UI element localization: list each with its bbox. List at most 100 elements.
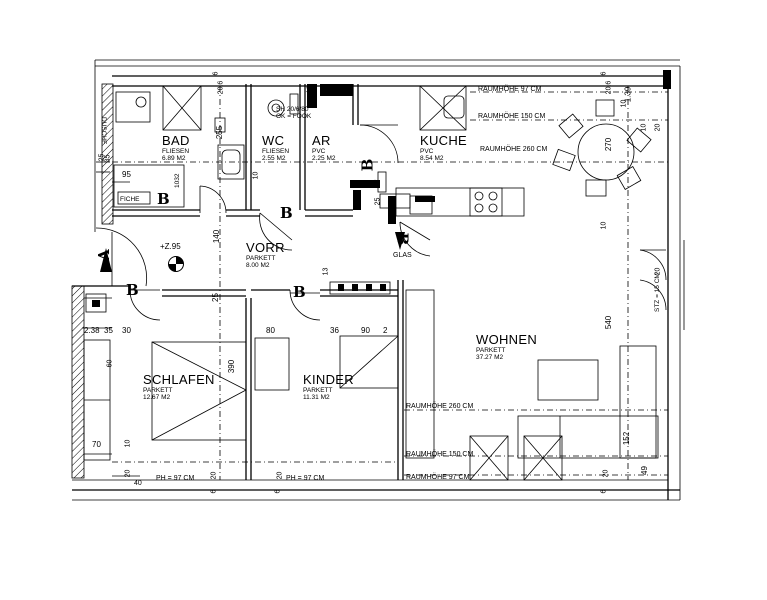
interior-walls <box>112 84 435 480</box>
dim-label: 540 <box>604 315 614 330</box>
dim-label: 30 <box>372 179 380 188</box>
section-marks <box>100 232 405 272</box>
dim-label: 49 <box>639 466 649 475</box>
level-marker-icon <box>168 256 184 272</box>
dim-label: 10 <box>640 123 648 132</box>
dim-label: 6 <box>212 71 220 76</box>
room-area: 6.89 M2 <box>162 155 186 162</box>
room-wohnen: WOHNEN PARKETT 37.27 M2 <box>476 332 537 361</box>
left-wall <box>71 83 114 479</box>
dim-label: 10 <box>252 171 260 180</box>
height-label: PH = 97 CM <box>286 475 325 482</box>
room-area: 2.25 M2 <box>312 155 336 162</box>
room-area: 2.55 M2 <box>262 155 286 162</box>
room-name: WC <box>262 133 285 148</box>
dim-label: 270 <box>604 137 614 152</box>
room-name: AR <box>312 133 331 148</box>
dimension-lines <box>82 161 140 477</box>
dim-label: 95 <box>122 170 131 179</box>
dim-label: 20.6 <box>217 80 225 95</box>
dim-label: 35 <box>104 326 113 335</box>
dim-label: 6 <box>274 489 282 494</box>
dim-label: 1032 <box>174 173 181 188</box>
height-label: RAUMHÖHE 260 CM <box>406 403 474 410</box>
room-area: 8.54 M2 <box>420 155 444 162</box>
dim-label: 13 <box>322 267 330 276</box>
dim-label: 60 <box>106 359 114 368</box>
dim-label: 20 <box>654 267 662 276</box>
room-area: 12.67 M2 <box>143 394 171 401</box>
room-floor: PVC <box>420 148 434 155</box>
room-ar: AR PVC 2.25 M2 <box>312 133 336 162</box>
section-mark-b: B <box>280 204 293 222</box>
dim-label: 6 <box>600 489 608 494</box>
dim-label: 10 <box>600 221 608 230</box>
room-floor: FLIESEN <box>262 148 290 155</box>
room-area: 37.27 M2 <box>476 354 504 361</box>
section-mark-b: B <box>358 158 377 172</box>
stz-label: STZ = 15 CM <box>654 273 661 312</box>
dim-label: 140 <box>212 229 222 244</box>
height-label: RAUMHÖHE 97 CM <box>478 86 542 93</box>
dim-label: 20.6 <box>605 80 613 95</box>
dim-label: 20 <box>276 471 284 480</box>
level-label: +Z.95 <box>160 242 181 251</box>
room-name: KINDER <box>303 372 354 387</box>
dim-label: 255 <box>215 125 225 140</box>
room-floor: PARKETT <box>476 347 506 354</box>
section-mark-b: B <box>393 232 412 246</box>
dim-label: 1.39 <box>623 86 633 103</box>
room-floor: PARKETT <box>246 255 276 262</box>
outer-frame <box>72 59 685 501</box>
dim-label: 70 <box>92 440 101 449</box>
room-bad: BAD FLIESEN 6.89 M2 <box>162 133 190 162</box>
dim-label: 390 <box>227 359 237 374</box>
room-area: 11.31 M2 <box>303 394 330 401</box>
room-area: 8.00 M2 <box>246 262 270 269</box>
wc-note: OK = FOOK <box>276 113 312 120</box>
room-name: KUCHE <box>420 133 468 148</box>
dim-label: 10 <box>306 85 314 94</box>
section-mark-b: B <box>157 190 170 208</box>
height-label: RAUMHÖHE 150 CM <box>478 113 546 120</box>
dim-label: 36 <box>330 326 339 335</box>
dim-label: 20 <box>210 471 218 480</box>
room-name: WOHNEN <box>476 332 538 347</box>
room-schlafen: SCHLAFEN PARKETT 12.67 M2 <box>143 372 215 401</box>
room-kinder: KINDER PARKETT 11.31 M2 <box>303 372 354 401</box>
room-floor: PARKETT <box>303 387 333 394</box>
section-mark-b: B <box>126 281 139 299</box>
height-label: RAUMHÖHE 97 CM <box>406 474 470 481</box>
doors <box>95 124 667 321</box>
dim-label: 25 <box>210 293 220 302</box>
room-name: BAD <box>162 133 190 148</box>
dim-label: 25 <box>374 197 382 206</box>
dim-label: 90 <box>361 326 370 335</box>
wc-note: SH 20/6/80 <box>276 106 309 113</box>
dim-label: 20 <box>602 469 610 478</box>
room-floor: PVC <box>312 148 326 155</box>
fiche-label: FICHE <box>120 196 140 203</box>
section-mark-a: A <box>94 249 113 261</box>
dusche-label: DUSCHE <box>100 117 107 145</box>
section-mark-b: B <box>293 283 306 301</box>
dim-label: 10 <box>124 439 132 448</box>
dim-label: 152 <box>622 431 632 446</box>
dim-label: 40 <box>134 480 142 487</box>
room-name: SCHLAFEN <box>143 372 215 387</box>
section-mark-a-arrow <box>100 248 112 272</box>
room-kuche: KUCHE PVC 8.54 M2 <box>420 133 467 162</box>
fixtures <box>83 84 659 481</box>
room-floor: FLIESEN <box>162 148 190 155</box>
dim-label: 6 <box>210 489 218 494</box>
dim-label: 2 <box>383 326 388 335</box>
dim-label: 30 <box>122 326 131 335</box>
height-label: RAUMHÖHE 260 CM <box>480 146 548 153</box>
room-vorr: VORR PARKETT 8.00 M2 <box>246 240 285 269</box>
room-name: VORR <box>246 240 285 255</box>
glas-label: GLAS <box>393 252 412 259</box>
room-floor: PARKETT <box>143 387 173 394</box>
dim-label: 20 <box>654 123 662 132</box>
